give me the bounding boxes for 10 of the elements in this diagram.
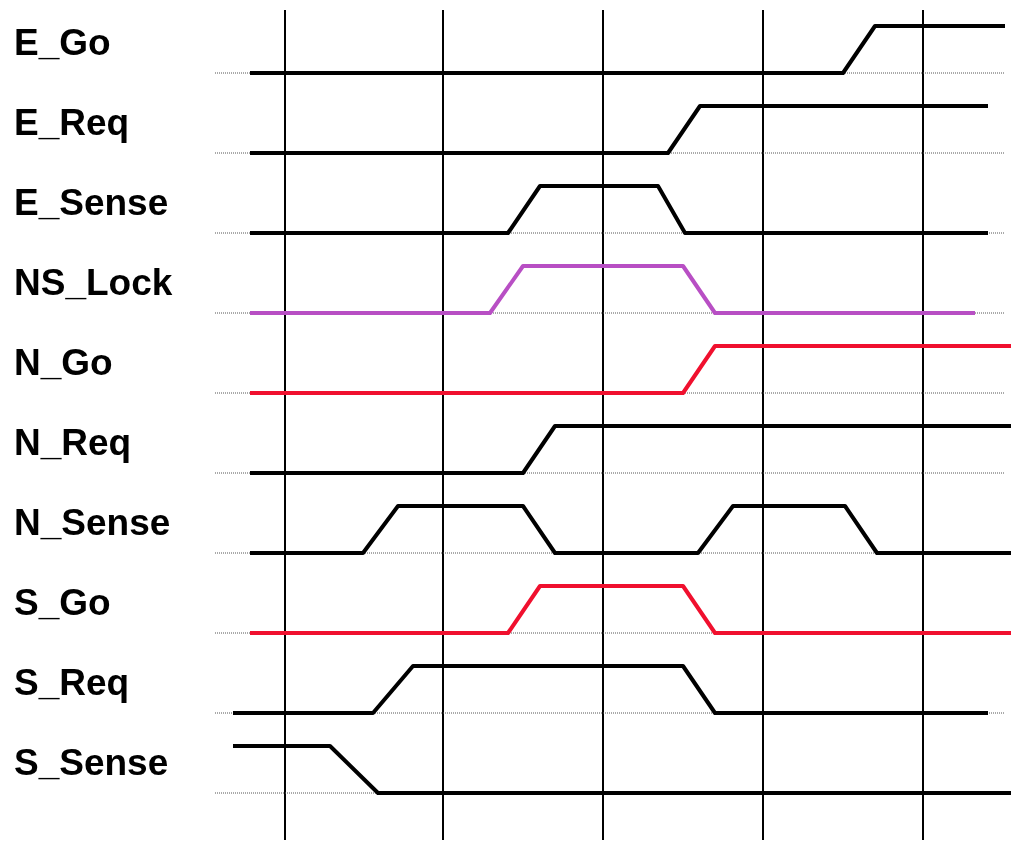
signal-name: N_Go: [14, 342, 113, 384]
signal-name: E_Req: [14, 102, 130, 144]
signal-name: NS_Lock: [14, 262, 173, 304]
signal-name: S_Req: [14, 662, 130, 704]
signal-name: E_Go: [14, 22, 111, 64]
signal-name: S_Sense: [14, 742, 169, 784]
signal-name: S_Go: [14, 582, 111, 624]
signal-name: N_Sense: [14, 502, 171, 544]
signal-name: E_Sense: [14, 182, 169, 224]
signal-name: N_Req: [14, 422, 132, 464]
